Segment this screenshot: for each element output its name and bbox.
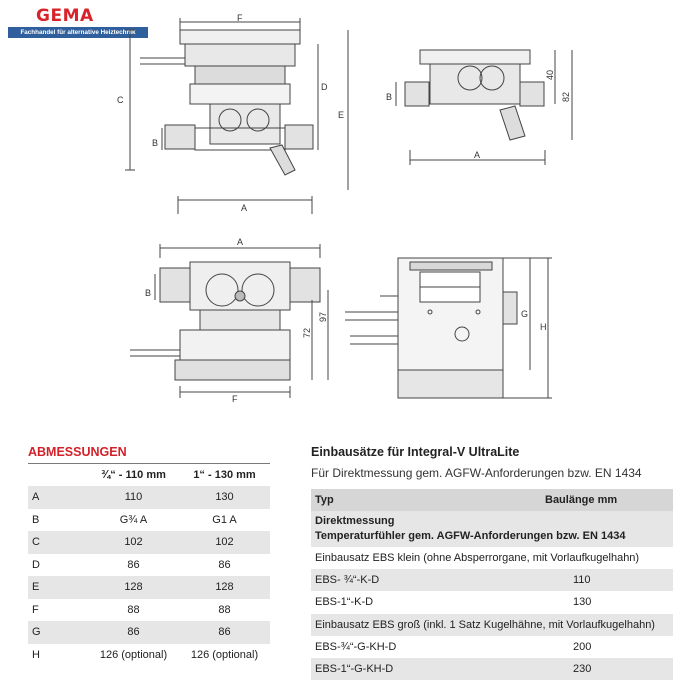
row-value-1: 102 [215,536,234,549]
row-value: 130 [573,596,592,609]
dim-label-b-top-right: B [386,92,393,102]
table-row: G 86 86 [28,621,270,644]
dim-label-g: G [521,309,529,319]
row-key: A [32,491,40,504]
row-key: G [32,626,41,639]
row-value-1: 86 [218,558,231,571]
row-value: 110 [573,574,591,587]
drawing-svg [125,18,573,399]
dim-label-b-top-left: B [152,138,159,148]
section-heading: Direktmessung Temperaturfühler gem. AGFW… [311,511,673,547]
row-value-1: 130 [215,491,234,504]
row-value-34: 86 [127,626,140,639]
row-key: E [32,581,40,594]
table-row: A 110 130 [28,486,270,509]
row-name: Einbausatz EBS klein (ohne Absperrorgane… [315,552,640,564]
dimensions-title: ABMESSUNGEN [28,445,127,459]
section-heading-line1: Direktmessung [315,515,395,527]
header-col-1: 1“ - 130 mm [193,469,256,481]
table-row: EBS-1“-K-D 130 [311,591,673,613]
row-name: EBS-1“-G-KH-D [315,662,394,675]
table-row: Einbausatz EBS klein (ohne Absperrorgane… [311,547,673,569]
row-value-1: 128 [215,581,234,594]
logo-wordmark: GEMA [36,6,94,26]
row-value-1: 88 [218,603,231,616]
dim-label-d: D [321,82,328,92]
dim-label-f-top: F [237,13,243,23]
row-value: 230 [573,662,592,675]
header-col-34: ¾“ - 110 mm [101,469,166,481]
row-value-34: 88 [127,603,140,616]
table-row: B G¾ A G1 A [28,509,270,532]
kits-subtitle: Für Direktmessung gem. AGFW-Anforderunge… [311,466,642,480]
row-name: Einbausatz EBS groß (inkl. 1 Satz Kugelh… [315,618,655,631]
dimensions-header-row: ¾“ - 110 mm 1“ - 130 mm [28,464,270,486]
row-value-34: 126 (optional) [99,648,168,661]
dim-label-72: 72 [302,327,313,339]
row-key: F [32,603,39,616]
section-heading-line2: Temperaturfühler gem. AGFW-Anforderungen… [315,530,626,542]
gema-logo: GEMA Fachhandel für alternative Heiztech… [8,6,148,40]
row-value-34: 102 [124,536,143,549]
row-value-34: 128 [124,581,143,594]
row-name: EBS-1“-K-D [315,596,374,609]
installation-kits-section: Einbausätze für Integral-V UltraLite Für… [311,441,673,681]
table-row: C 102 102 [28,531,270,554]
table-row: E 128 128 [28,576,270,599]
view-bottom-right [345,257,552,399]
row-value-34: G¾ A [119,513,148,526]
row-key: C [32,536,40,549]
table-row: D 86 86 [28,554,270,577]
dim-label-e: E [338,110,345,120]
row-value-1: 126 (optional) [190,648,259,661]
header-length: Baulänge mm [545,494,618,506]
dim-label-a-bottom-left: A [237,237,244,247]
row-value-1: 86 [218,626,231,639]
dim-label-f-bottom: F [232,394,238,404]
logo-tagline: Fachhandel für alternative Heiztechnik [8,27,148,38]
dim-label-h: H [540,322,547,332]
row-key: H [32,648,40,661]
row-key: D [32,558,40,571]
row-value-1: G1 A [212,513,237,526]
table-row: F 88 88 [28,599,270,622]
row-value-34: 86 [127,558,140,571]
table-row: H 126 (optional) 126 (optional) [28,644,270,667]
row-key: B [32,513,40,526]
dim-label-40: 40 [545,69,556,81]
table-row: EBS-¾“-G-KH-D 200 [311,636,673,658]
row-name: EBS-¾“-G-KH-D [315,640,397,653]
row-name: EBS- ¾“-K-D [315,574,380,587]
dim-label-a-top-left: A [241,203,248,213]
dim-label-82: 82 [561,91,572,103]
view-top-left [125,18,349,214]
dim-label-c: C [117,95,124,105]
dim-label-a-top-right: A [474,150,481,160]
dimensions-table-section: ABMESSUNGEN ¾“ - 110 mm 1“ - 130 mm A 11… [28,441,270,666]
title-divider [28,463,270,464]
row-value-34: 110 [124,491,143,504]
table-row: EBS-1“-G-KH-D 230 [311,657,673,681]
table-row: Einbausatz EBS groß (inkl. 1 Satz Kugelh… [311,613,673,636]
technical-drawing: F C D E B A 40 82 B A A B 97 72 F G H [117,13,573,404]
dim-label-b-bottom-left: B [145,288,152,298]
kits-header-row: Typ Baulänge mm [311,489,673,511]
view-top-right [395,49,573,165]
kits-title: Einbausätze für Integral-V UltraLite [311,445,520,459]
view-bottom-left [130,244,329,398]
dimensions-table: ¾“ - 110 mm 1“ - 130 mm A 110 130 B G¾ A… [28,464,270,666]
row-value: 200 [573,640,592,653]
table-row: EBS- ¾“-K-D 110 [311,569,673,592]
header-key [28,464,88,486]
header-type: Typ [315,494,334,506]
dim-label-97: 97 [318,311,329,323]
